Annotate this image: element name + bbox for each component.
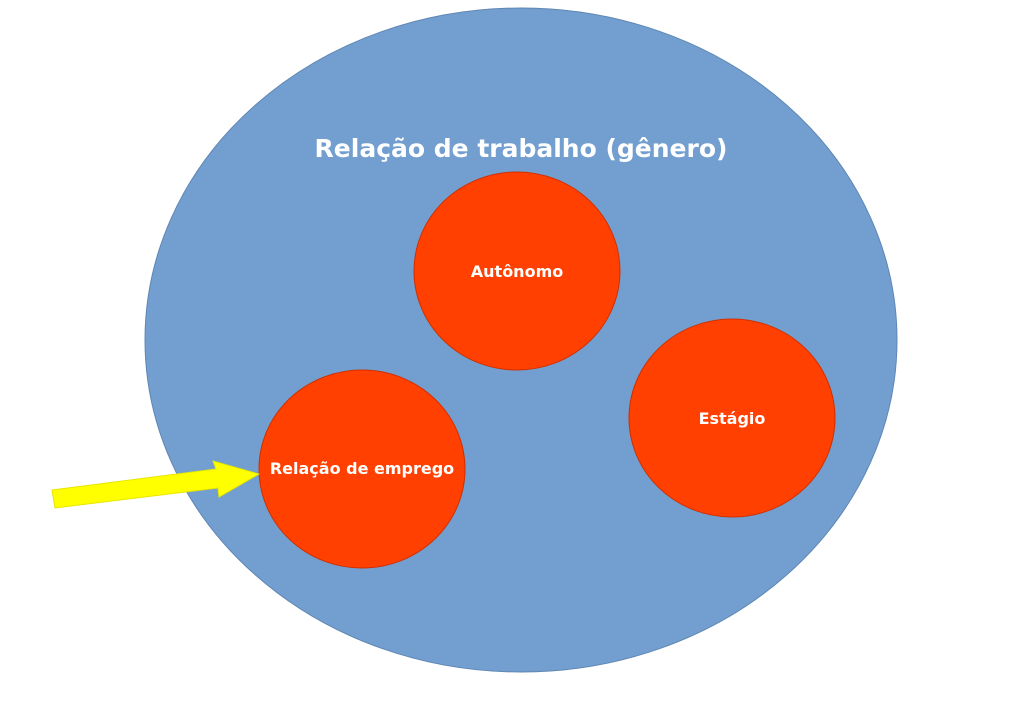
circle-autonomo — [413, 171, 621, 371]
circle-relacao-de-emprego-label: Relação de emprego — [270, 459, 454, 478]
yellow-arrow-icon — [51, 460, 261, 509]
outer-ellipse-title: Relação de trabalho (gênero) — [315, 134, 728, 163]
circle-relacao-de-emprego — [258, 369, 466, 569]
circle-autonomo-label: Autônomo — [471, 262, 563, 281]
circle-estagio — [628, 318, 836, 518]
circle-estagio-label: Estágio — [699, 409, 766, 428]
